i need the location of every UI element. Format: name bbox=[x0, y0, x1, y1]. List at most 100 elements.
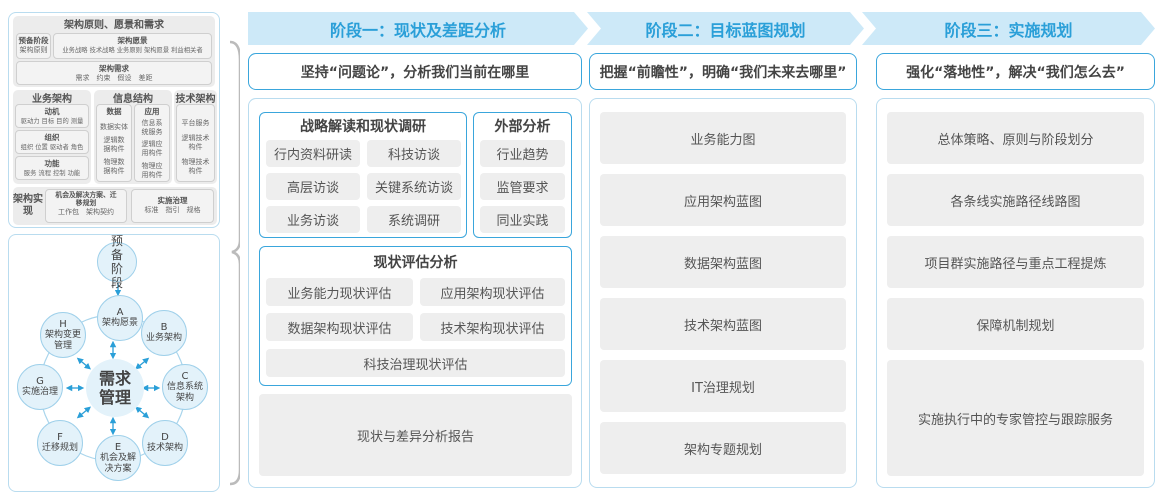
business-title: 业务架构 bbox=[32, 93, 72, 105]
strategy-research-box: 战略解读和现状调研 bbox=[259, 112, 467, 238]
data-item: 逻辑数据构件 bbox=[103, 136, 125, 153]
arrow bbox=[76, 406, 91, 419]
implementation-item: 项目群实施路径与重点工程提炼 bbox=[887, 236, 1144, 288]
node-label: 迁移规划 bbox=[41, 443, 78, 453]
app-item: 信息系统服务 bbox=[141, 119, 163, 136]
stage-2-header: 阶段二：目标蓝图规划 bbox=[587, 12, 864, 45]
stage-1-header: 阶段一：现状及差距分析 bbox=[248, 12, 588, 45]
implementation-item: 总体策略、原则与阶段划分 bbox=[887, 112, 1144, 164]
strategy-item: 关键系统访谈 bbox=[367, 173, 461, 200]
blueprint-item: 架构专题规划 bbox=[600, 422, 846, 474]
opportunity-title: 机会及解决方案、迁移规划 bbox=[55, 191, 117, 207]
arrow bbox=[135, 357, 150, 370]
requirements-items: 需求 约束 假设 差距 bbox=[75, 74, 153, 82]
blueprint-item: 技术架构蓝图 bbox=[600, 298, 846, 350]
information-section: 信息结构 数据 数据实体 逻辑数据构件 物理数据构件 应用 信息系统服务 逻辑应… bbox=[94, 90, 172, 184]
group-items: 驱动力 目标 目的 测量 bbox=[20, 118, 84, 125]
node-letter: G bbox=[36, 376, 44, 387]
external-title: 外部分析 bbox=[494, 119, 551, 135]
requirements-box: 架构需求 需求 约束 假设 差距 bbox=[16, 61, 212, 85]
vision-title: 架构愿景 bbox=[117, 36, 148, 45]
assessment-item: 数据架构现状评估 bbox=[266, 313, 413, 341]
group-items: 服务 流程 控制 功能 bbox=[23, 170, 81, 177]
gap-analysis-report: 现状与差异分析报告 bbox=[259, 394, 572, 476]
external-analysis-box: 外部分析 bbox=[473, 112, 572, 238]
group-title: 组织 bbox=[44, 133, 60, 142]
assessment-item: 科技治理现状评估 bbox=[266, 349, 565, 377]
strategy-item: 业务访谈 bbox=[266, 206, 360, 233]
node-letter: E bbox=[114, 441, 122, 453]
strategy-item: 行内资料研读 bbox=[266, 140, 360, 167]
stage-3-subtitle: 强化“落地性”，解决“我们怎么去” bbox=[876, 53, 1155, 90]
node-label: 架构愿景 bbox=[101, 318, 138, 328]
prelim-node[interactable]: 预备阶段 bbox=[97, 234, 137, 290]
technology-column: 平台服务 逻辑技术构件 物理技术构件 bbox=[176, 104, 215, 182]
tech-item: 物理技术构件 bbox=[181, 158, 210, 175]
arrow bbox=[135, 406, 150, 419]
external-item: 行业趋势 bbox=[480, 140, 565, 167]
prelim-box: 预备阶段 架构原则 bbox=[16, 33, 51, 59]
principles-section: 架构原则、愿景和需求 预备阶段 架构原则 架构愿景 业务战略 技术战略 业务原则… bbox=[13, 16, 215, 87]
vision-items: 业务战略 技术战略 业务原则 架构愿景 利益相关者 bbox=[62, 47, 203, 54]
governance-items: 标准 指引 规格 bbox=[144, 206, 201, 214]
app-item: 物理应用构件 bbox=[141, 162, 163, 179]
blueprint-item: 业务能力图 bbox=[600, 112, 846, 164]
strategy-item: 科技访谈 bbox=[367, 140, 461, 167]
node-letter: D bbox=[161, 432, 169, 443]
opportunity-items: 工作包 架构契约 bbox=[58, 208, 114, 216]
data-title: 数据 bbox=[106, 107, 122, 116]
governance-box: 实施治理 标准 指引 规格 bbox=[131, 189, 214, 223]
arrow bbox=[76, 357, 91, 370]
node-letter: B bbox=[160, 322, 168, 333]
strategy-title: 战略解读和现状调研 bbox=[300, 119, 426, 135]
stage-1-subtitle: 坚持“问题论”，分析我们当前在哪里 bbox=[248, 53, 582, 90]
node-letter: C bbox=[181, 370, 189, 382]
stage-2-subtitle: 把握“前瞻性”，明确“我们未来去哪里” bbox=[589, 53, 857, 90]
prelim-items: 架构原则 bbox=[19, 46, 48, 54]
strategy-item: 系统调研 bbox=[367, 206, 461, 233]
blueprint-item: 数据架构蓝图 bbox=[600, 236, 846, 288]
node-label: 实施治理 bbox=[21, 387, 58, 397]
assessment-item: 应用架构现状评估 bbox=[420, 278, 565, 306]
assessment-title: 现状评估分析 bbox=[373, 255, 458, 271]
stage-3-header: 阶段三：实施规划 bbox=[862, 12, 1155, 45]
strategy-item: 高层访谈 bbox=[266, 173, 360, 200]
node-letter: F bbox=[57, 432, 63, 443]
external-item: 同业实践 bbox=[480, 206, 565, 233]
information-title: 信息结构 bbox=[113, 93, 153, 105]
blueprint-item: 应用架构蓝图 bbox=[600, 174, 846, 226]
data-item: 数据实体 bbox=[100, 122, 128, 131]
prelim-title: 预备阶段 bbox=[18, 36, 49, 45]
group-title: 功能 bbox=[44, 159, 60, 168]
center-requirements-management: 需求管理 bbox=[86, 359, 144, 417]
bracket bbox=[229, 40, 240, 486]
opportunity-box: 机会及解决方案、迁移规划 工作包 架构契约 bbox=[45, 189, 127, 223]
node-letter: H bbox=[59, 318, 67, 330]
app-column: 应用 信息系统服务 逻辑应用构件 物理应用构件 bbox=[134, 104, 170, 182]
assessment-box: 现状评估分析 bbox=[259, 246, 572, 386]
business-group: 动机驱动力 目标 目的 测量 bbox=[15, 104, 89, 128]
app-item: 逻辑应用构件 bbox=[141, 140, 163, 157]
implementation-item: 各条线实施路径线路图 bbox=[887, 174, 1144, 226]
implementation-item: 实施执行中的专家管控与跟踪服务 bbox=[887, 360, 1144, 476]
app-title: 应用 bbox=[144, 107, 160, 116]
realization-section: 架构实现 机会及解决方案、迁移规划 工作包 架构契约 实施治理 标准 指引 规格 bbox=[13, 187, 217, 225]
tech-item: 平台服务 bbox=[181, 118, 210, 127]
realization-title: 架构实现 bbox=[13, 194, 43, 217]
business-section: 业务架构 动机驱动力 目标 目的 测量 组织组织 位置 驱动者 角色 功能服务 … bbox=[13, 90, 91, 184]
technology-title: 技术架构 bbox=[175, 93, 216, 105]
vision-box: 架构愿景 业务战略 技术战略 业务原则 架构愿景 利益相关者 bbox=[53, 33, 212, 59]
node-letter: A bbox=[116, 307, 124, 318]
group-title: 动机 bbox=[44, 107, 60, 116]
togaf-content-panel: 架构原则、愿景和需求 预备阶段 架构原则 架构愿景 业务战略 技术战略 业务原则… bbox=[8, 12, 220, 228]
tech-item: 逻辑技术构件 bbox=[181, 134, 210, 151]
external-item: 监管要求 bbox=[480, 173, 565, 200]
